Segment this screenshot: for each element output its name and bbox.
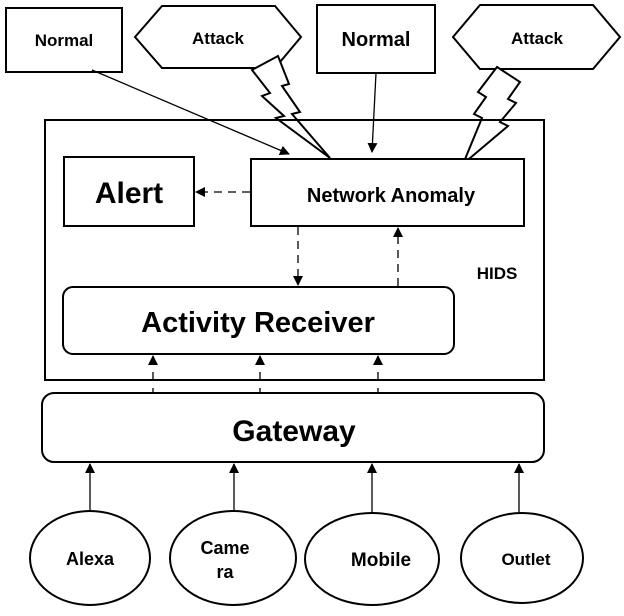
lightning-bolt-left-icon xyxy=(250,54,331,159)
hids-label: HIDS xyxy=(477,264,518,283)
network-anomaly-box xyxy=(250,158,525,227)
normal-right-arrow xyxy=(367,72,378,153)
normal-left-label: Normal xyxy=(35,31,94,50)
alexa-label: Alexa xyxy=(66,549,115,569)
activity-receiver-label: Activity Receiver xyxy=(141,307,375,339)
alert-label: Alert xyxy=(95,177,163,210)
alert-box xyxy=(63,156,195,227)
mobile-label: Mobile xyxy=(351,550,411,571)
camera-label-line1: Came xyxy=(200,538,249,558)
attack-left-hexagon xyxy=(133,5,303,69)
normal-right-label: Normal xyxy=(342,29,411,51)
alexa-node xyxy=(29,510,151,606)
attack-left-label: Attack xyxy=(192,29,245,48)
outlet-node xyxy=(460,512,584,604)
outlet-label: Outlet xyxy=(501,550,550,569)
mobile-node xyxy=(304,512,440,606)
gateway-box xyxy=(41,392,545,463)
attack-right-label: Attack xyxy=(511,29,564,48)
normal-left-arrow xyxy=(91,69,290,156)
attack-right-hexagon xyxy=(451,4,622,70)
camera-label-line2: ra xyxy=(216,562,234,582)
normal-left-box xyxy=(5,7,123,73)
gateway-label: Gateway xyxy=(232,415,356,448)
hids-container xyxy=(44,119,545,381)
lightning-bolt-right-icon xyxy=(462,65,522,165)
camera-node xyxy=(169,510,297,606)
activity-receiver-box xyxy=(62,286,455,355)
network-anomaly-label: Network Anomaly xyxy=(307,185,476,207)
